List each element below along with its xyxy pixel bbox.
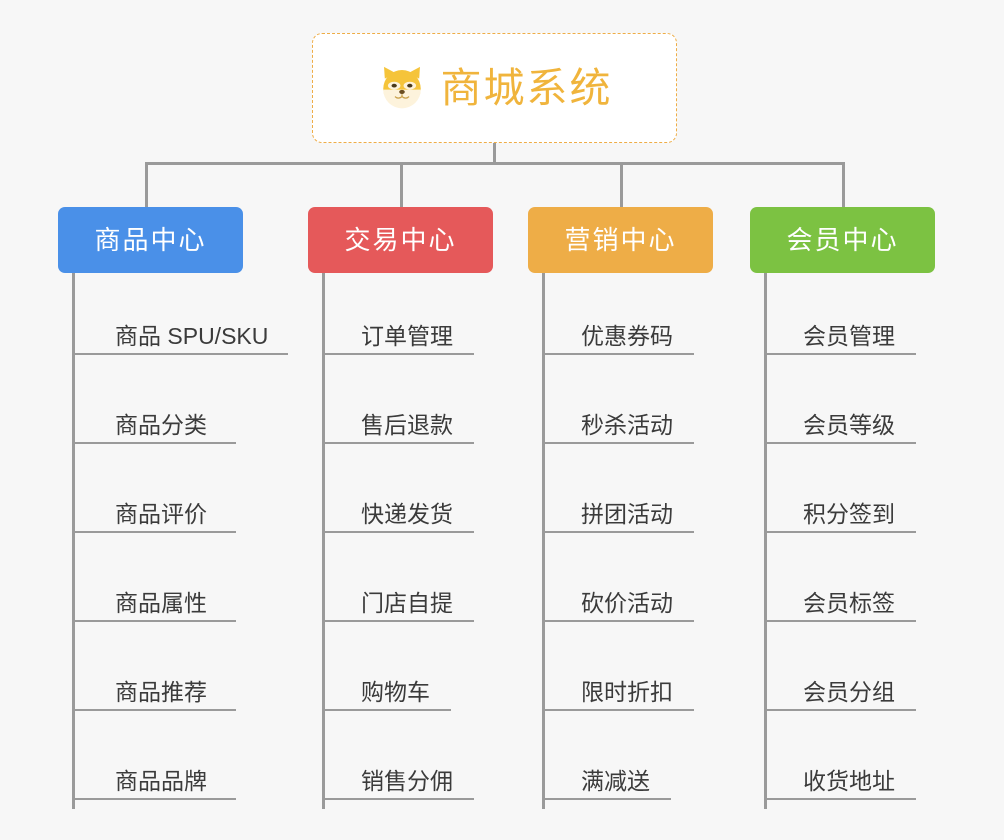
leaf-item-label: 会员管理 [803,323,895,349]
leaf-item-label: 售后退款 [361,412,453,438]
leaf-item-underline [72,531,236,533]
root-node[interactable]: 商城系统 [312,33,677,143]
leaf-item-label: 拼团活动 [581,501,673,527]
leaf-item-underline [764,798,916,800]
category-header-trade[interactable]: 交易中心 [308,207,493,273]
leaf-item-underline [542,442,694,444]
leaf-item-underline [542,353,694,355]
leaf-item-label: 商品推荐 [115,679,207,705]
leaf-item-label: 收货地址 [803,768,895,794]
leaf-item-underline [542,798,671,800]
branch-drop-connector-4 [842,162,845,207]
leaf-item-underline [542,620,694,622]
leaf-item-label: 砍价活动 [581,590,673,616]
category-header-member[interactable]: 会员中心 [750,207,935,273]
leaf-item-underline [72,709,236,711]
leaf-item-underline [72,798,236,800]
category-header-label: 交易中心 [344,225,457,255]
branch-spine [72,273,75,809]
leaf-item-underline [764,709,916,711]
leaf-item-label: 商品 SPU/SKU [115,323,269,349]
leaf-item-underline [542,531,694,533]
leaf-item-label: 购物车 [361,679,430,705]
category-header-marketing[interactable]: 营销中心 [528,207,713,273]
leaf-item-label: 会员分组 [803,679,895,705]
leaf-item-underline [542,709,694,711]
leaf-item-underline [322,531,474,533]
root-title: 商城系统 [440,64,613,111]
category-header-label: 商品中心 [94,225,207,255]
category-header-label: 营销中心 [564,225,677,255]
leaf-item-label: 优惠券码 [581,323,673,349]
category-header-label: 会员中心 [786,225,899,255]
branch-drop-connector-1 [145,162,148,207]
leaf-item-label: 商品属性 [115,590,207,616]
leaf-item-label: 积分签到 [803,501,895,527]
leaf-item-underline [322,798,474,800]
leaf-item-label: 会员等级 [803,412,895,438]
root-stem-connector [493,143,496,165]
leaf-item-label: 订单管理 [361,323,453,349]
branch-drop-connector-2 [400,162,403,207]
leaf-item-underline [764,353,916,355]
leaf-item-underline [764,442,916,444]
leaf-item-label: 销售分佣 [361,768,453,794]
leaf-item-underline [322,442,474,444]
branch-spine [542,273,545,809]
category-header-product[interactable]: 商品中心 [58,207,243,273]
branch-spine [764,273,767,809]
branch-spine [322,273,325,809]
leaf-item-label: 会员标签 [803,590,895,616]
leaf-item-underline [72,353,288,355]
leaf-item-underline [322,709,451,711]
leaf-item-underline [72,620,236,622]
leaf-item-underline [322,620,474,622]
bus-connector [145,162,845,165]
leaf-item-underline [764,620,916,622]
leaf-item-underline [72,442,236,444]
leaf-item-underline [764,531,916,533]
leaf-item-label: 门店自提 [361,590,453,616]
shiba-dog-face-icon [377,63,427,113]
leaf-item-label: 满减送 [581,768,650,794]
leaf-item-label: 商品品牌 [115,768,207,794]
leaf-item-label: 商品评价 [115,501,207,527]
branch-drop-connector-3 [620,162,623,207]
leaf-item-label: 限时折扣 [581,679,673,705]
leaf-item-label: 快递发货 [361,501,453,527]
leaf-item-label: 商品分类 [115,412,207,438]
leaf-item-label: 秒杀活动 [581,412,673,438]
leaf-item-underline [322,353,474,355]
